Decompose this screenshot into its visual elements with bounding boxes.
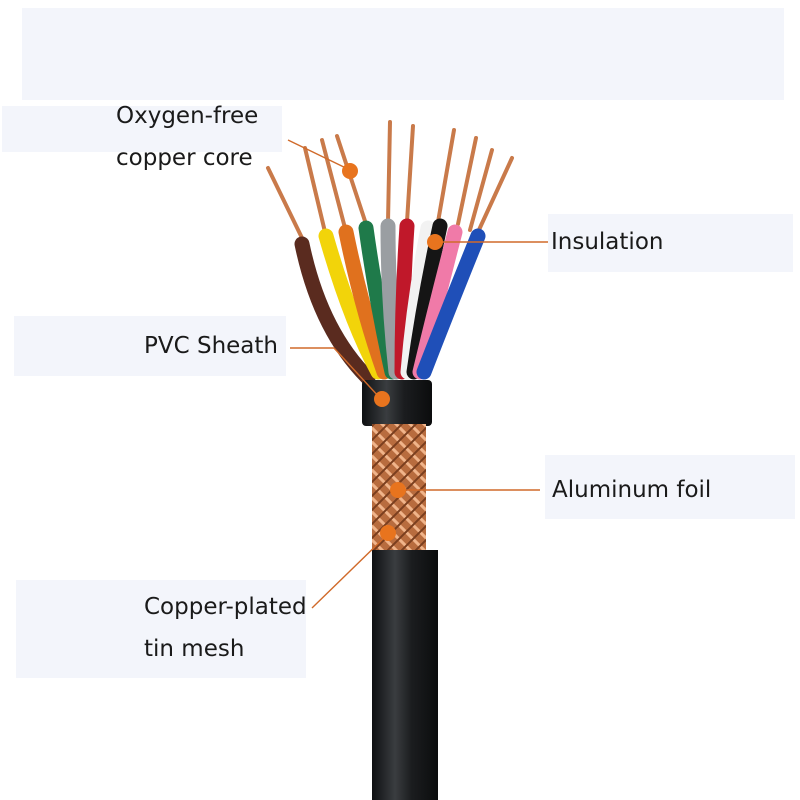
outer-jacket [372, 550, 438, 800]
leader-lines [287, 139, 548, 609]
pvc-sheath-marker [374, 391, 390, 407]
copper-core-panel [2, 106, 282, 152]
callout-markers [342, 163, 443, 541]
pvc-sheath-band [362, 380, 432, 426]
insulation-marker [427, 234, 443, 250]
copper-core-label-line2: copper core [116, 145, 253, 171]
mesh-marker [380, 525, 396, 541]
copper-strands [266, 120, 514, 242]
copper-core-label-line1: Oxygen-free [116, 103, 259, 129]
top-panel [22, 8, 784, 100]
insulated-wires [294, 218, 486, 386]
mesh-label-line2: tin mesh [144, 636, 245, 662]
pvc-sheath-label: PVC Sheath [144, 333, 278, 359]
aluminum-foil-label: Aluminum foil [552, 477, 712, 503]
pvc-sheath-panel [14, 316, 286, 376]
mesh-panel [16, 580, 306, 678]
mesh-label-line1: Copper-plated [144, 594, 307, 620]
copper-core-marker [342, 163, 358, 179]
insulation-label: Insulation [551, 229, 664, 255]
aluminum-foil-marker [390, 482, 406, 498]
insulation-panel [548, 214, 793, 272]
aluminum-foil-panel [545, 455, 795, 519]
